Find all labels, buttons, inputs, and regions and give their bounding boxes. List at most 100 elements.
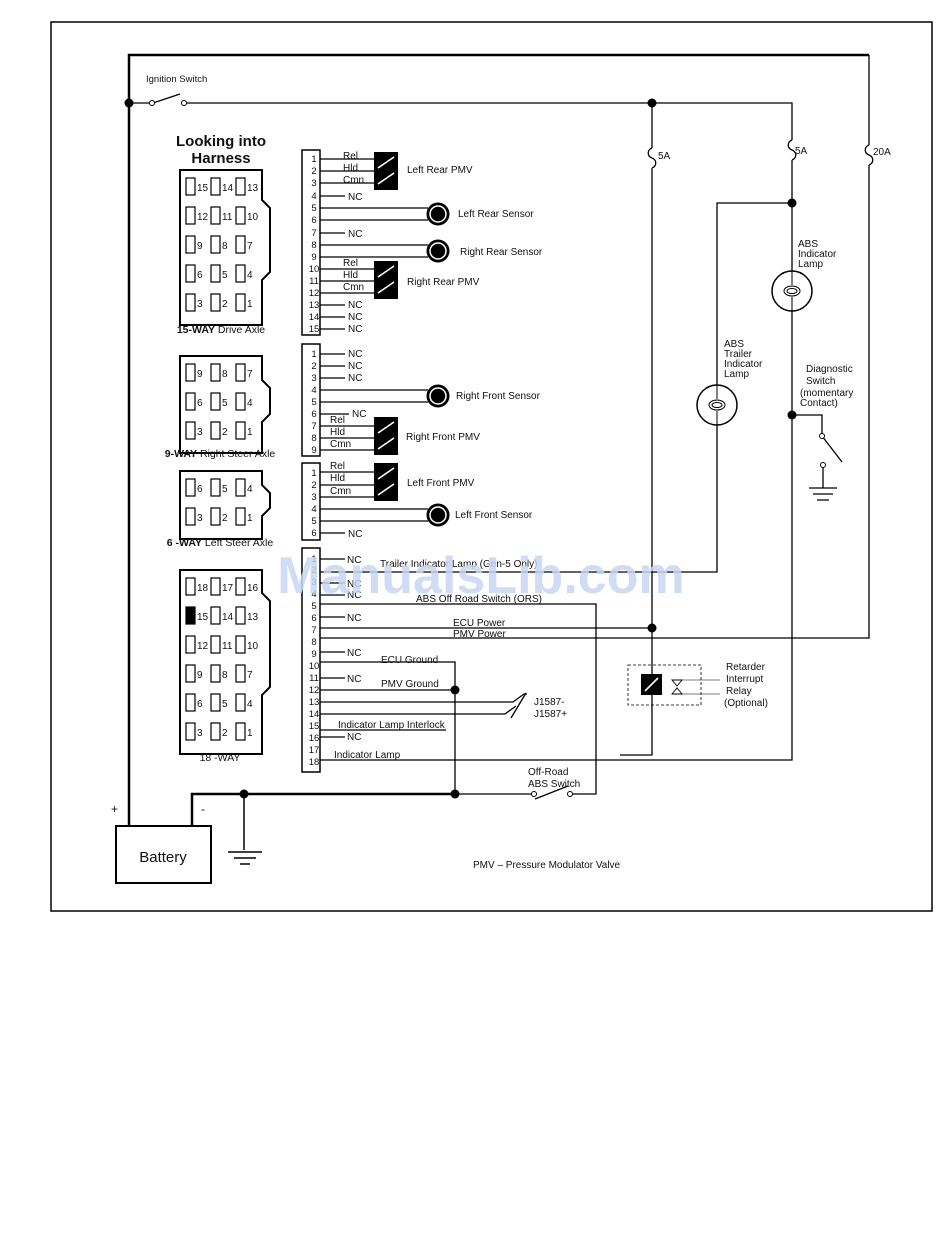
pin-number: 2 [311,166,316,177]
cavity-number: 8 [222,670,228,681]
pin-cavity [185,507,196,526]
pin-number: 1 [311,349,316,360]
cavity-number: 2 [222,513,228,524]
off-road-switch-1: Off-Road [528,767,568,778]
pin-cavity [185,635,196,654]
pin-number: 9 [311,649,316,660]
heading-line-2: Harness [191,150,250,167]
pin-number: 12 [309,685,320,696]
pin-cavity [210,235,221,254]
pin-cavity [210,293,221,312]
cavity-number: 1 [247,728,253,739]
heading-line-1: Looking into [176,133,266,150]
cavity-number: 8 [222,241,228,252]
cavity-number: 8 [222,369,228,380]
cavity-number: 5 [222,398,228,409]
connector-label-bold: 9-WAY [165,448,197,460]
pin-cavity [210,264,221,283]
pin-cavity [235,577,246,596]
cavity-number: 11 [222,641,233,652]
connector-label: 15-WAY Drive Axle [177,324,265,336]
ecu-power-label: ECU Power [453,618,506,629]
nc-label: NC [347,648,361,659]
pin-number: 18 [309,757,320,768]
pin-cavity [235,478,246,497]
pin-number: 3 [311,492,316,503]
diagnostic-switch-4: Contact) [800,398,838,409]
pin-number: 8 [311,637,316,648]
pin-block-9 [301,343,321,457]
cavity-number: 9 [197,369,203,380]
nc-label: NC [348,192,362,203]
pmv-ground-label: PMV Ground [381,679,439,690]
battery-minus: - [201,802,205,816]
battery [115,825,212,884]
wire-hld-3: Hld [330,427,345,438]
pin-number: 1 [311,554,316,565]
pin-cavity [185,392,196,411]
connector-label: 18 -WAY [200,752,241,764]
pin-number: 6 [311,613,316,624]
pin-cavity [235,421,246,440]
nc-label: NC [348,529,362,540]
wire-cmn-4: Cmn [330,486,351,497]
abs-trailer-lamp-4: Lamp [724,369,749,380]
pin-number: 8 [311,240,316,251]
ignition-switch-label: Ignition Switch [146,74,207,85]
nc-label: NC [348,373,362,384]
cavity-number: 12 [197,212,209,223]
abs-off-road-label: ABS Off Road Switch (ORS) [416,594,542,605]
cavity-number: 1 [247,513,253,524]
cavity-number: 3 [197,299,203,310]
off-road-switch-2: ABS Switch [528,779,580,790]
pin-cavity [210,392,221,411]
cavity-number: 6 [197,398,203,409]
fuse-2-label: 5A [795,146,808,157]
pin-cavity [210,507,221,526]
pin-number: 6 [311,528,316,539]
pin-cavity [185,293,196,312]
nc-label: NC [348,312,362,323]
nc-label: NC [347,732,361,743]
wire-hld-4: Hld [330,473,345,484]
cavity-number: 5 [222,270,228,281]
wire-rel-1: Rel [343,151,358,162]
cavity-number: 10 [247,212,259,223]
pin-cavity [210,722,221,741]
pin-number: 2 [311,565,316,576]
pin-number: 2 [311,480,316,491]
pin-number: 16 [309,733,320,744]
diagnostic-switch-2: Switch [806,376,835,387]
cavity-number: 14 [222,183,234,194]
pin-number: 3 [311,178,316,189]
pin-number: 4 [311,385,316,396]
cavity-number: 6 [197,699,203,710]
pin-number: 3 [311,577,316,588]
nc-label: NC [348,324,362,335]
pin-cavity [235,264,246,283]
cavity-number: 7 [247,241,253,252]
pin-number: 4 [311,504,316,515]
cavity-number: 13 [247,612,259,623]
pin-cavity [235,363,246,382]
nc-label: NC [348,361,362,372]
battery-plus: + [111,802,118,816]
pin-cavity [185,206,196,225]
pin-number: 15 [309,721,320,732]
ecu-ground-label: ECU Ground [381,655,438,666]
pin-number: 6 [311,215,316,226]
nc-label: NC [348,229,362,240]
pin-cavity [185,577,196,596]
connector-label: 9-WAY Right Steer Axle [165,448,276,460]
pin-number: 10 [309,661,320,672]
pin-cavity [235,177,246,196]
pin-number: 6 [311,409,316,420]
pin-number: 7 [311,228,316,239]
retarder-relay-1: Retarder [726,662,766,673]
left-front-pmv-label: Left Front PMV [407,478,475,489]
cavity-number: 4 [247,270,253,281]
nc-label: NC [347,555,361,566]
wire-rel-2: Rel [343,258,358,269]
